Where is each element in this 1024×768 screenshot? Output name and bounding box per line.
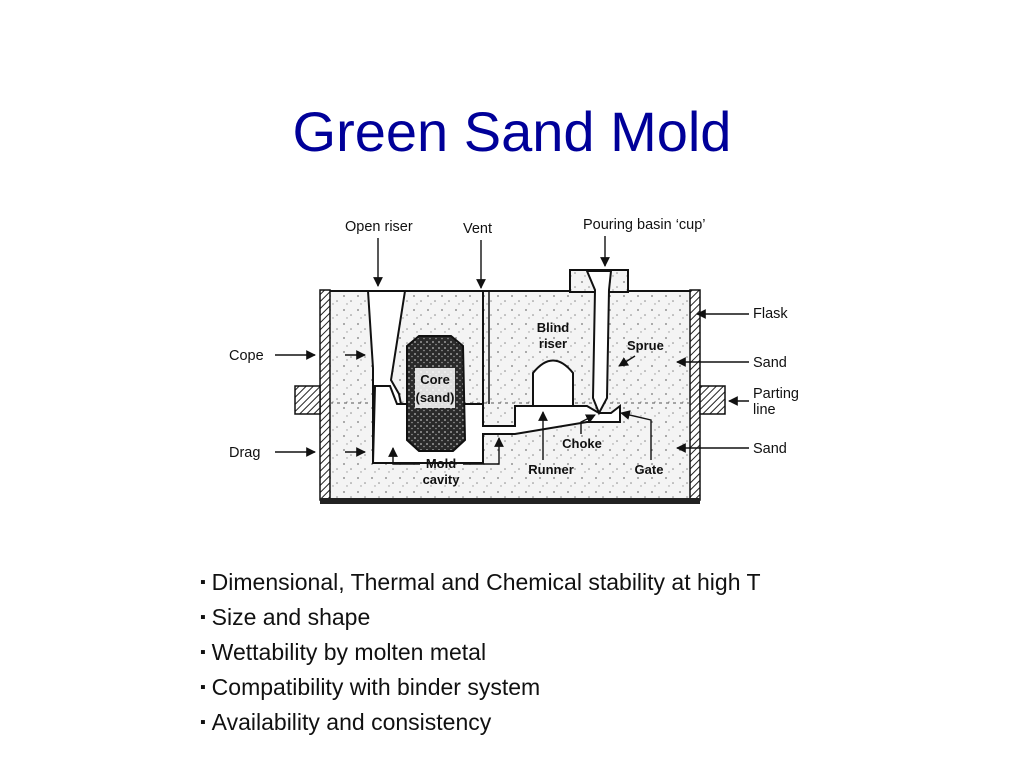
- sprue-arrow: [618, 355, 636, 367]
- bullet-marker-icon: ▪: [200, 644, 206, 661]
- choke-arrow: [580, 414, 596, 434]
- slide-title: Green Sand Mold: [292, 100, 732, 163]
- flask-wall-left: [319, 289, 331, 501]
- parting-line-label-sub: line: [753, 402, 776, 418]
- cope-label: Cope: [229, 348, 264, 364]
- flask-label: Flask: [753, 306, 788, 322]
- bullet-list: ▪Dimensional, Thermal and Chemical stabi…: [200, 565, 761, 740]
- runner-label: Runner: [528, 462, 574, 477]
- gate-label: Gate: [635, 462, 664, 477]
- flask-bottom: [320, 498, 700, 504]
- blind-riser-label-sub: riser: [539, 336, 567, 351]
- bullet-item: ▪Size and shape: [200, 604, 371, 630]
- mold-cavity-arrow: [388, 447, 420, 465]
- mold-diagram: Core (sand) Blind riser Sprue Mold cavit…: [229, 217, 799, 504]
- pouring-basin-label: Pouring basin ‘cup’: [583, 217, 706, 233]
- flask-pin-left: [294, 385, 321, 415]
- sprue: [585, 270, 613, 416]
- mold-cavity-label-sub: cavity: [423, 472, 461, 487]
- bullet-marker-icon: ▪: [200, 714, 206, 731]
- core-label-sub: (sand): [416, 390, 455, 405]
- flask-wall-right: [689, 289, 701, 501]
- drag-label: Drag: [229, 445, 260, 461]
- blind-riser-label: Blind: [537, 320, 570, 335]
- bullet-marker-icon: ▪: [200, 609, 206, 626]
- bullet-marker-icon: ▪: [200, 574, 206, 591]
- bullet-item: ▪Availability and consistency: [200, 709, 492, 735]
- parting-line-label: Parting: [753, 386, 799, 402]
- sand-lower-label: Sand: [753, 441, 787, 457]
- bullet-item: ▪Wettability by molten metal: [200, 639, 487, 665]
- sand-upper-label: Sand: [753, 355, 787, 371]
- bullet-item: ▪Dimensional, Thermal and Chemical stabi…: [200, 569, 761, 595]
- choke-label: Choke: [562, 436, 602, 451]
- mold-cavity-label: Mold: [426, 456, 456, 471]
- gate-arrow: [620, 410, 652, 460]
- open-riser-label: Open riser: [345, 219, 413, 235]
- bullet-item: ▪Compatibility with binder system: [200, 674, 541, 700]
- vent-label: Vent: [463, 221, 492, 237]
- flask-pin-right: [699, 385, 726, 415]
- core-label: Core: [420, 372, 450, 387]
- blind-riser: [532, 359, 574, 407]
- mold-cavity-arrow-right: [463, 437, 504, 465]
- bullet-marker-icon: ▪: [200, 679, 206, 696]
- sprue-label: Sprue: [627, 338, 664, 353]
